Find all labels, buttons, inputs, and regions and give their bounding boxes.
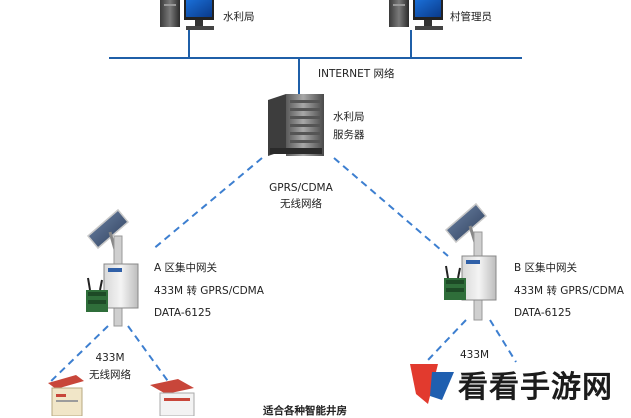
field-cabinet-icon: [48, 375, 84, 416]
watermark-logo-icon: [410, 364, 454, 404]
server-label-line1: 水利局: [333, 111, 365, 123]
server-icon: [268, 94, 324, 156]
internet-backbone: [109, 30, 522, 96]
local-link-a-label-line2: 无线网络: [89, 369, 131, 381]
wireless-link-label-line1: GPRS/CDMA: [269, 182, 333, 194]
gateway-a-spec: 433M 转 GPRS/CDMA: [154, 285, 264, 297]
gateway-b-icon: [444, 202, 497, 321]
village-admin-pc-label: 村管理员: [450, 11, 492, 23]
site-watermark: 看看手游网: [402, 352, 631, 416]
internet-label: INTERNET 网络: [318, 68, 395, 80]
wireless-links: [47, 157, 517, 385]
wireless-link-label-line2: 无线网络: [280, 198, 322, 210]
gateway-a-model: DATA-6125: [154, 307, 212, 319]
local-link-b-label-line1: 433M: [460, 349, 490, 361]
water-bureau-pc-label: 水利局: [223, 11, 255, 23]
server-label-line2: 服务器: [333, 129, 365, 141]
gateway-b-model: DATA-6125: [514, 307, 572, 319]
watermark-text: 看看手游网: [458, 370, 613, 405]
gateway-a-title: A 区集中网关: [154, 262, 218, 274]
village-admin-computer-icon: [389, 0, 443, 30]
bottom-caption: 适合各种智能井房: [263, 405, 347, 417]
gateway-a-icon: [86, 208, 139, 327]
water-bureau-computer-icon: [160, 0, 214, 30]
local-link-a-label-line1: 433M: [95, 352, 125, 364]
gateway-b-spec: 433M 转 GPRS/CDMA: [514, 285, 624, 297]
field-cabinet-icon: [150, 379, 195, 416]
gateway-b-title: B 区集中网关: [514, 262, 578, 274]
